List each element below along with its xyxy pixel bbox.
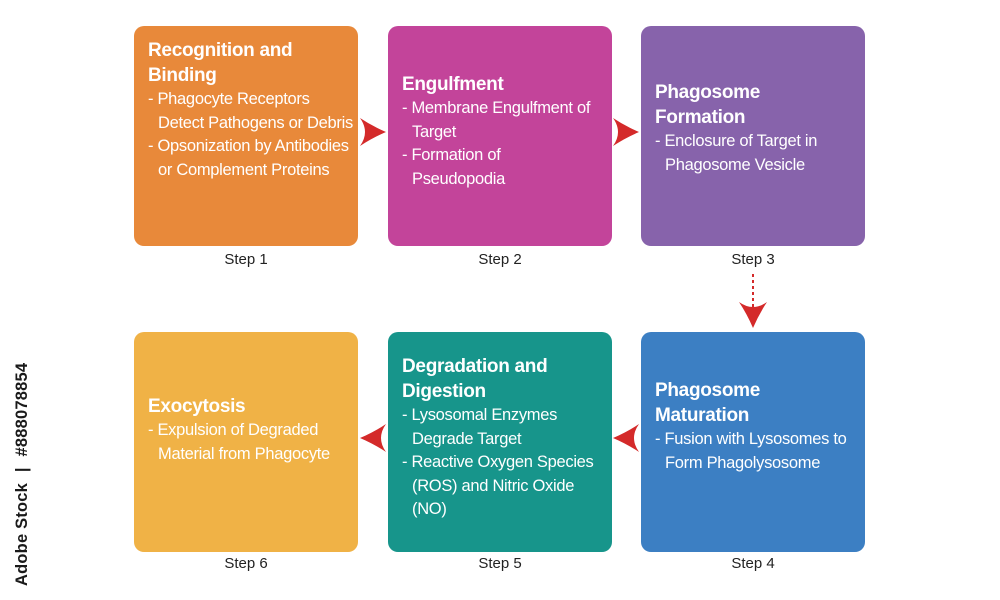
step1-item: - Phagocyte Receptors Detect Pathogens o…: [148, 90, 353, 132]
step1-card: Recognition and Binding - Phagocyte Rece…: [134, 26, 358, 246]
step3-title: Phagosome Formation: [655, 82, 760, 128]
arrow-left-icon: [613, 424, 639, 452]
step4-item: - Fusion with Lysosomes to Form Phagolys…: [655, 430, 847, 472]
step5-card: Degradation and Digestion - Lysosomal En…: [388, 332, 612, 552]
step2-card: Engulfment - Membrane Engulfment of Targ…: [388, 26, 612, 246]
step5-title: Degradation and Digestion: [402, 356, 548, 402]
arrow-right-icon: [613, 118, 639, 146]
step4-label: Step 4: [731, 555, 775, 572]
step1-title: Recognition and Binding: [148, 40, 293, 86]
step1-label: Step 1: [224, 251, 268, 268]
step3-label: Step 3: [731, 251, 775, 268]
step5-label: Step 5: [478, 555, 522, 572]
step2-label: Step 2: [478, 251, 522, 268]
step6-item: - Expulsion of Degraded Material from Ph…: [148, 421, 330, 463]
step6-title: Exocytosis: [148, 396, 246, 417]
arrow-left-icon: [360, 424, 386, 452]
credit-separator: |: [13, 467, 31, 473]
credit-brand: Adobe Stock: [13, 482, 31, 586]
arrow-right-icon: [360, 118, 386, 146]
credit-id: #888078854: [13, 362, 31, 457]
step6-label: Step 6: [224, 555, 268, 572]
step5-item: - Reactive Oxygen Species (ROS) and Nitr…: [402, 453, 594, 518]
arrow-down-icon: [739, 274, 767, 328]
step4-title: Phagosome Maturation: [655, 380, 760, 426]
step1-item: - Opsonization by Antibodies or Compleme…: [148, 137, 349, 179]
step6-card: Exocytosis - Expulsion of Degraded Mater…: [134, 332, 358, 552]
stock-credit: Adobe Stock | #888078854: [13, 363, 32, 586]
step5-item: - Lysosomal Enzymes Degrade Target: [402, 406, 558, 448]
step2-title: Engulfment: [402, 74, 504, 95]
step4-card: Phagosome Maturation - Fusion with Lysos…: [641, 332, 865, 552]
step2-item: - Formation of Pseudopodia: [402, 146, 506, 188]
step3-card: Phagosome Formation - Enclosure of Targe…: [641, 26, 865, 246]
step3-item: - Enclosure of Target in Phagosome Vesic…: [655, 132, 818, 174]
step2-item: - Membrane Engulfment of Target: [402, 99, 591, 141]
